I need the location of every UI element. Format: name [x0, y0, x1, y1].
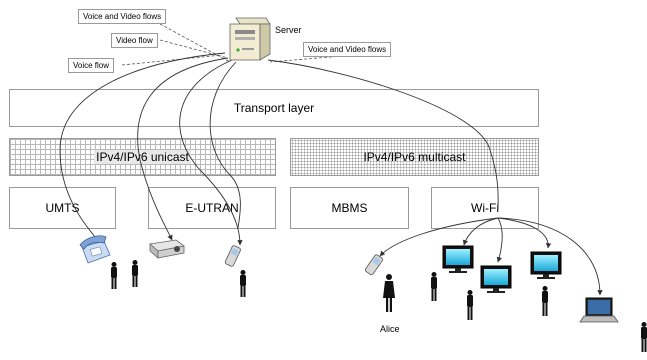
flow-wifi-to-alice — [379, 217, 499, 257]
access-network-umts: UMTS — [9, 187, 116, 229]
access-network-label: Wi-Fi — [471, 201, 499, 215]
mobile-phone-icon — [224, 245, 241, 267]
access-network-eutran: E-UTRAN — [148, 187, 276, 229]
multicast-label: IPv4/IPv6 multicast — [363, 150, 466, 164]
projector-icon — [149, 239, 185, 259]
person-icon — [383, 274, 395, 312]
flow-to-projector — [137, 57, 229, 241]
callout-text: Voice and Video flows — [83, 12, 162, 21]
flow-wifi-to-laptop — [497, 217, 603, 296]
callout-text: Voice and Video flows — [308, 45, 387, 54]
callout-text: Voice flow — [73, 61, 110, 70]
person-icon — [467, 290, 473, 320]
flow-to-eutran — [209, 61, 241, 229]
callout-voice-video-left: Voice and Video flows — [78, 9, 167, 24]
server-label: Server — [275, 25, 302, 35]
phone-icon — [79, 235, 111, 264]
monitor-icon — [530, 251, 562, 279]
mobile-phone-icon — [364, 254, 383, 276]
laptop-icon — [579, 297, 619, 323]
unicast-layer: IPv4/IPv6 unicast — [9, 138, 276, 176]
user-label: Alice — [380, 324, 400, 334]
person-icon — [542, 286, 548, 316]
callout-text: Video flow — [116, 36, 153, 45]
person-icon — [641, 322, 647, 352]
server-icon — [229, 17, 271, 61]
multicast-layer: IPv4/IPv6 multicast — [290, 138, 539, 176]
flow-wifi-to-monitor-1 — [462, 217, 499, 246]
flow-to-phone — [59, 52, 226, 244]
transport-layer: Transport layer — [9, 89, 539, 127]
flow-to-mobile — [179, 59, 243, 246]
callout-video: Video flow — [111, 33, 158, 48]
person-icon — [240, 270, 246, 297]
person-icon — [431, 272, 437, 301]
person-icon — [111, 262, 117, 289]
access-network-label: UMTS — [45, 201, 80, 215]
flow-wifi-to-monitor-3 — [497, 217, 552, 249]
flow-to-wifi — [267, 59, 499, 211]
transport-layer-label: Transport layer — [233, 101, 315, 115]
callout-voice: Voice flow — [68, 58, 115, 73]
access-network-label: MBMS — [331, 201, 368, 215]
monitor-icon — [442, 245, 474, 273]
unicast-label: IPv4/IPv6 unicast — [94, 150, 191, 164]
access-network-mbms: MBMS — [290, 187, 409, 229]
flow-wifi-to-monitor-2 — [496, 217, 503, 263]
access-network-label: E-UTRAN — [185, 201, 239, 215]
callout-voice-video-right: Voice and Video flows — [303, 42, 392, 57]
monitor-icon — [480, 265, 512, 293]
person-icon — [132, 260, 138, 287]
